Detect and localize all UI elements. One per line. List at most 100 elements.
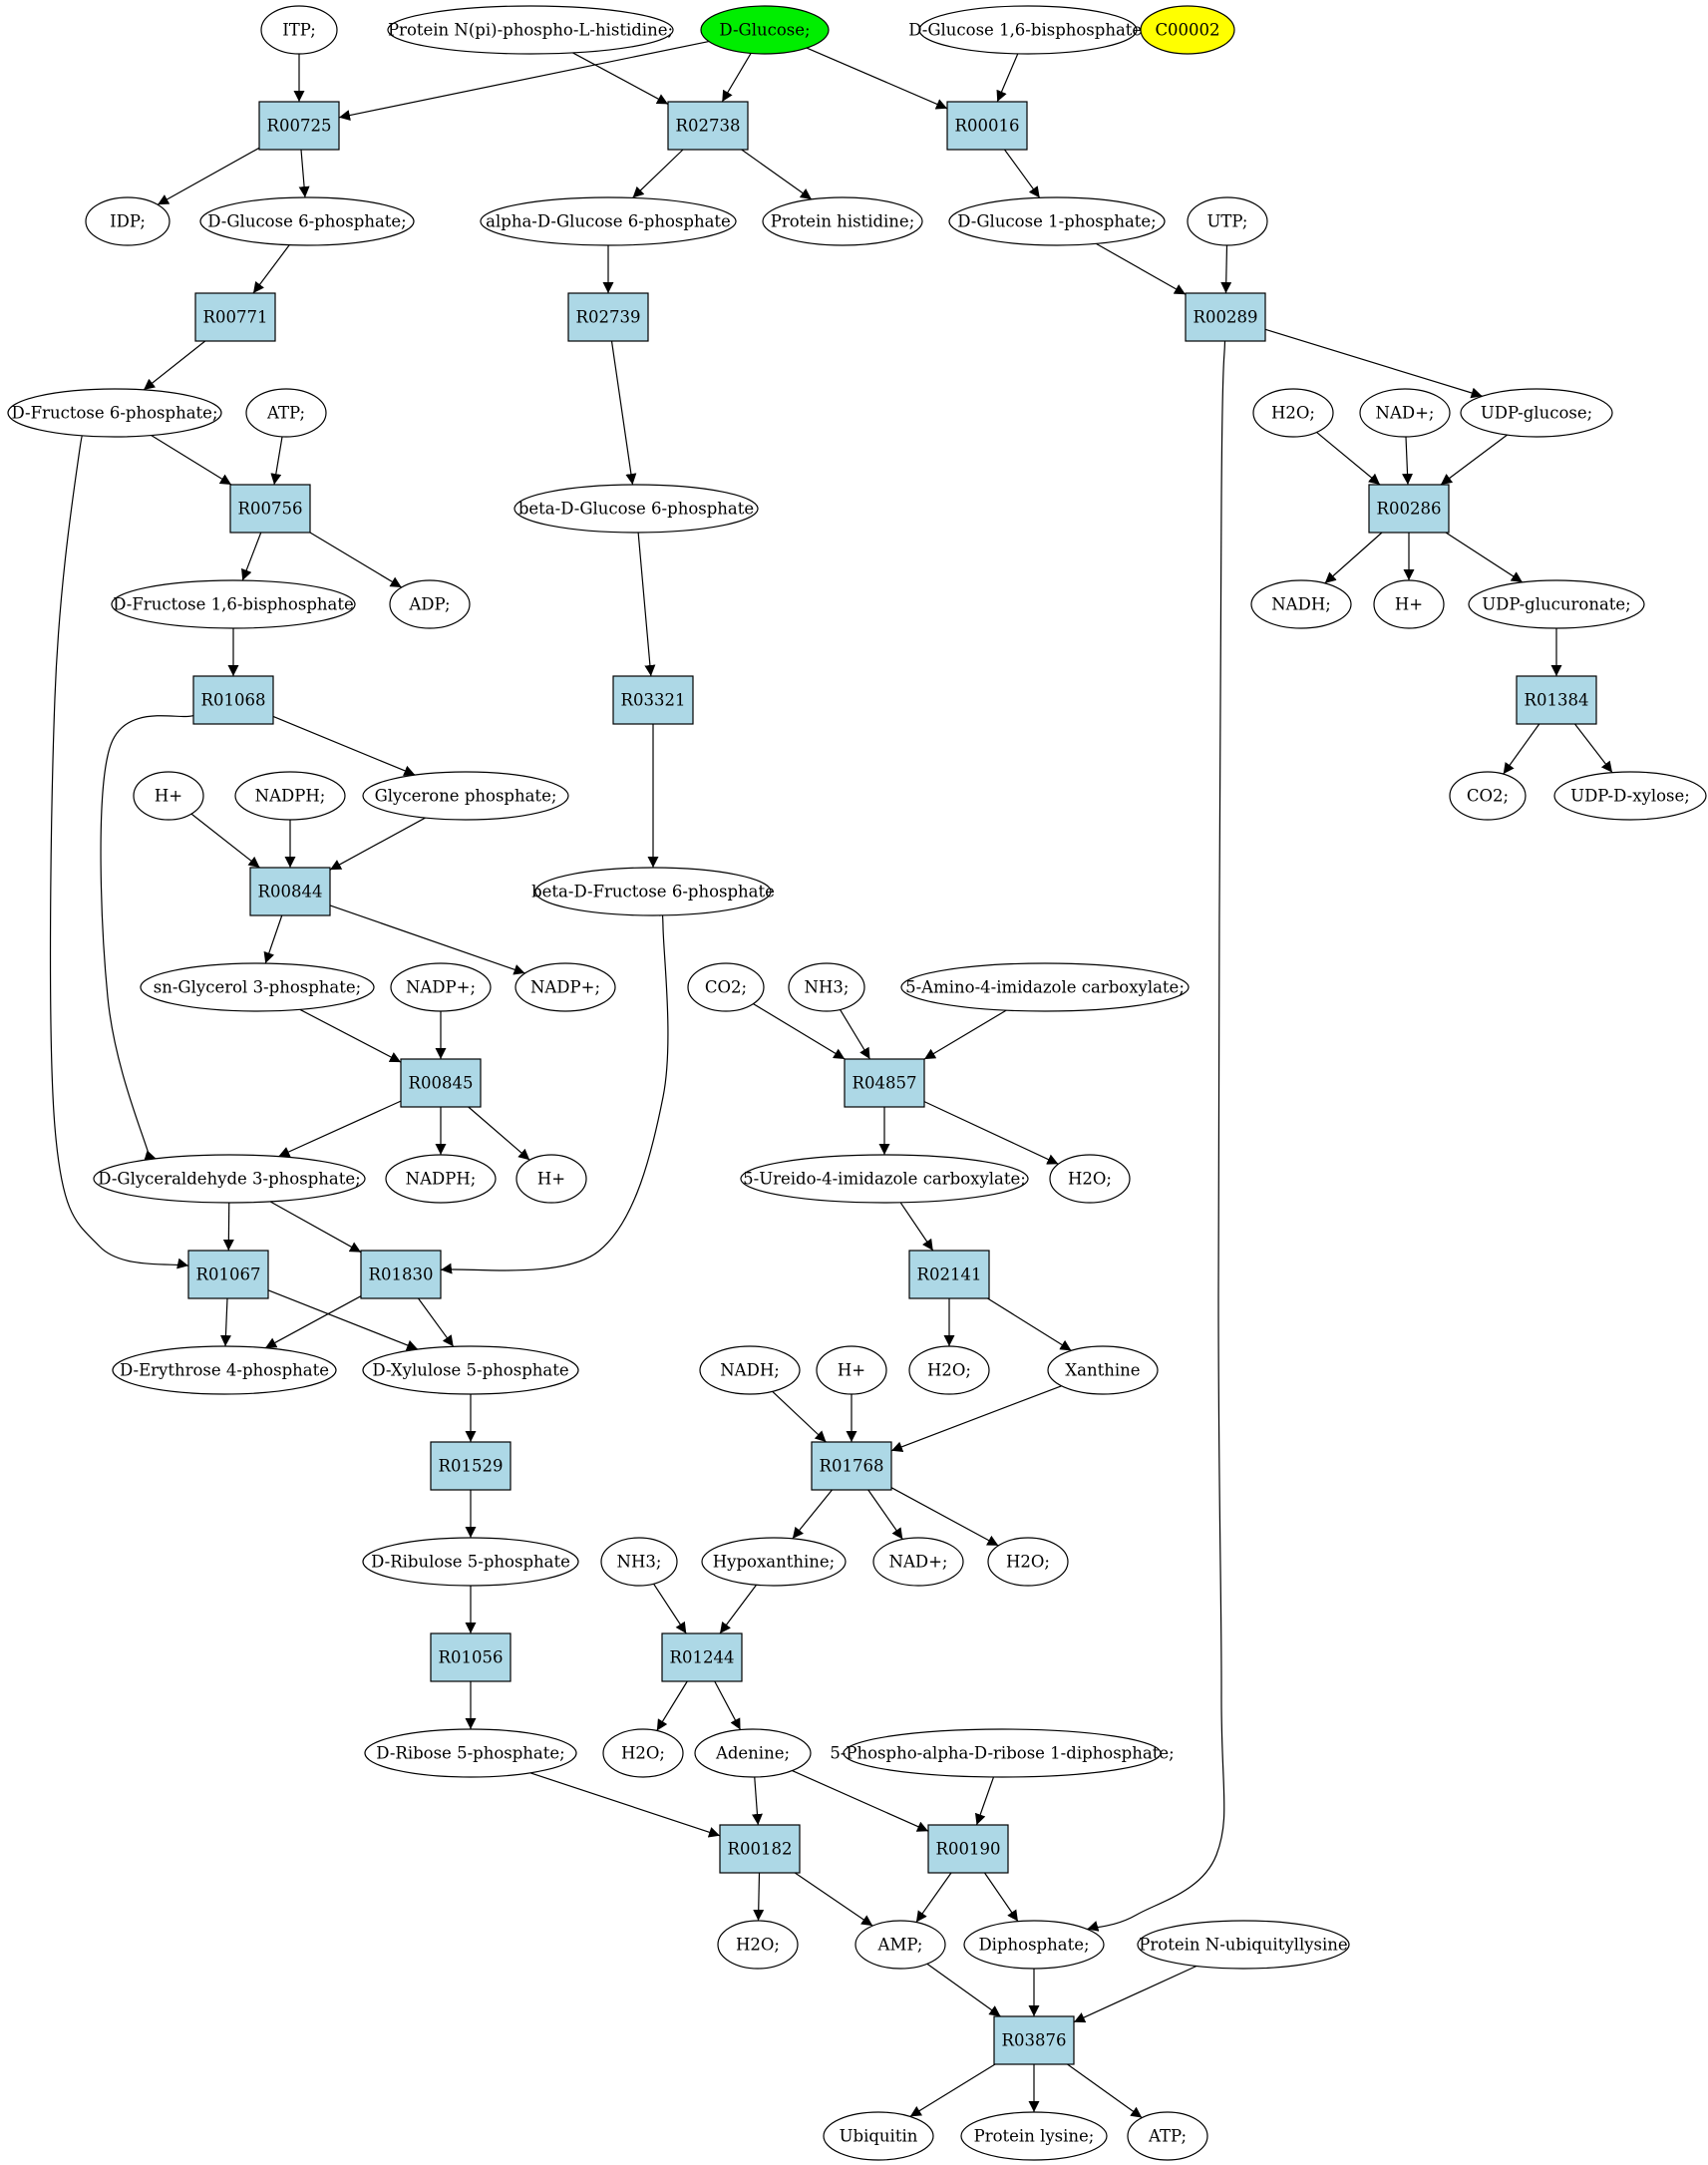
compound-h2o-4[interactable]: H2O;: [987, 1537, 1069, 1587]
compound-nh3-2[interactable]: NH3;: [600, 1537, 678, 1587]
compound-co2-2[interactable]: CO2;: [687, 962, 765, 1012]
reaction-r00016[interactable]: R00016: [946, 101, 1028, 151]
compound-nadph-2[interactable]: NADPH;: [385, 1154, 497, 1204]
compound-co2-1[interactable]: CO2;: [1449, 771, 1527, 821]
reaction-r00190[interactable]: R00190: [927, 1824, 1009, 1874]
reaction-r00771[interactable]: R00771: [194, 292, 276, 342]
reaction-r00756[interactable]: R00756: [229, 484, 311, 534]
reaction-r02141[interactable]: R02141: [908, 1250, 990, 1299]
compound-d-ribulose-5p[interactable]: D-Ribulose 5-phosphate: [362, 1537, 579, 1587]
compound-nad-plus-2[interactable]: NAD+;: [872, 1537, 964, 1587]
reaction-r00845[interactable]: R00845: [400, 1058, 482, 1108]
compound-nadh-2[interactable]: NADH;: [699, 1345, 801, 1395]
reaction-r02738-label: R02738: [676, 117, 741, 136]
compound-h2o-6[interactable]: H2O;: [717, 1920, 799, 1970]
compound-co2-1-ellipse: [1449, 771, 1527, 821]
compound-h2o-3[interactable]: H2O;: [908, 1345, 990, 1395]
compound-utp[interactable]: UTP;: [1187, 196, 1268, 246]
compound-nadh-1[interactable]: NADH;: [1250, 579, 1352, 629]
compound-d-glucose[interactable]: D-Glucose;: [700, 5, 830, 55]
compound-udp-d-xylose[interactable]: UDP-D-xylose;: [1553, 771, 1707, 821]
reaction-r01067[interactable]: R01067: [187, 1250, 269, 1299]
compound-d-glyceraldehyde-3p[interactable]: D-Glyceraldehyde 3-phosphate;: [93, 1154, 366, 1204]
compound-sn-glycerol-3p[interactable]: sn-Glycerol 3-phosphate;: [140, 962, 375, 1012]
reaction-r01068[interactable]: R01068: [192, 675, 274, 725]
edge-r01067-to-d-xylulose-5p: [267, 1289, 419, 1351]
compound-protein-histidine[interactable]: Protein histidine;: [762, 196, 923, 246]
compound-sn-glycerol-3p-ellipse: [140, 962, 375, 1012]
compound-nadp-plus-2[interactable]: NADP+;: [514, 962, 616, 1012]
compound-nadh-1-ellipse: [1250, 579, 1352, 629]
compound-prpp[interactable]: 5-Phospho-alpha-D-ribose 1-diphosphate;: [830, 1728, 1175, 1778]
compound-d-erythrose-4p[interactable]: D-Erythrose 4-phosphate: [112, 1345, 337, 1395]
reaction-r01384[interactable]: R01384: [1516, 675, 1597, 725]
compound-nadph-1[interactable]: NADPH;: [234, 771, 346, 821]
compound-ubiquitin[interactable]: Ubiquitin: [823, 2111, 934, 2161]
reaction-r00725[interactable]: R00725: [258, 101, 340, 151]
compound-h-plus-2[interactable]: H+: [133, 771, 204, 821]
compound-h2o-5[interactable]: H2O;: [602, 1728, 684, 1778]
compound-adenine[interactable]: Adenine;: [694, 1728, 812, 1778]
compound-alpha-d-glucose-6p-ellipse: [480, 196, 737, 246]
reaction-r00289[interactable]: R00289: [1185, 292, 1266, 342]
reaction-r00286[interactable]: R00286: [1368, 484, 1450, 534]
reaction-r01244-box: [661, 1632, 743, 1682]
compound-amino-imidazole-carboxylate[interactable]: 5-Amino-4-imidazole carboxylate;: [900, 962, 1190, 1012]
compound-d-fructose-6p[interactable]: D-Fructose 6-phosphate;: [7, 388, 222, 438]
compound-nh3-1[interactable]: NH3;: [788, 962, 865, 1012]
reaction-r03321[interactable]: R03321: [612, 675, 694, 725]
compound-d-fructose-16bp[interactable]: D-Fructose 1,6-bisphosphate: [111, 579, 356, 629]
compound-adp[interactable]: ADP;: [389, 579, 471, 629]
compound-h2o-2[interactable]: H2O;: [1049, 1154, 1131, 1204]
edge-r01768-to-hypoxanthine: [792, 1489, 833, 1540]
compound-hypoxanthine[interactable]: Hypoxanthine;: [701, 1537, 847, 1587]
compound-xanthine[interactable]: Xanthine: [1047, 1345, 1159, 1395]
reaction-r02738[interactable]: R02738: [667, 101, 749, 151]
compound-glycerone-phosphate[interactable]: Glycerone phosphate;: [362, 771, 569, 821]
reaction-r04857[interactable]: R04857: [844, 1058, 925, 1108]
reaction-r03876[interactable]: R03876: [993, 2015, 1075, 2065]
compound-beta-d-fructose-6p-ellipse: [534, 867, 772, 916]
compound-itp[interactable]: ITP;: [260, 5, 338, 55]
reaction-r01768[interactable]: R01768: [811, 1441, 892, 1491]
compound-protein-lysine[interactable]: Protein lysine;: [960, 2111, 1108, 2161]
edge-adenine-to-r00190: [792, 1770, 929, 1832]
reaction-r01244[interactable]: R01244: [661, 1632, 743, 1682]
compound-h-plus-3[interactable]: H+: [515, 1154, 587, 1204]
reaction-r00182[interactable]: R00182: [719, 1824, 801, 1874]
compound-protein-pi-his[interactable]: Protein N(pi)-phospho-L-histidine;: [387, 5, 674, 55]
compound-protein-n-ubiquityllysine[interactable]: Protein N-ubiquityllysine: [1137, 1920, 1350, 1970]
compound-amp[interactable]: AMP;: [854, 1920, 946, 1970]
compound-alpha-d-glucose-6p[interactable]: alpha-D-Glucose 6-phosphate: [480, 196, 737, 246]
compound-beta-d-fructose-6p[interactable]: beta-D-Fructose 6-phosphate: [531, 867, 775, 916]
compound-beta-d-glucose-6p[interactable]: beta-D-Glucose 6-phosphate: [513, 484, 759, 534]
compound-udp-glucose[interactable]: UDP-glucose;: [1460, 388, 1613, 438]
compound-idp[interactable]: IDP;: [85, 196, 171, 246]
edge-r00289-to-diphosphate: [1087, 340, 1226, 1932]
compound-ureido-imidazole-carboxylate[interactable]: 5-Ureido-4-imidazole carboxylate;: [740, 1154, 1029, 1204]
compound-d-glucose-6p[interactable]: D-Glucose 6-phosphate;: [199, 196, 415, 246]
reaction-r02141-label: R02141: [917, 1265, 982, 1284]
reaction-r02739[interactable]: R02739: [567, 292, 649, 342]
compound-d-glucose-16bp[interactable]: D-Glucose 1,6-bisphosphate;: [908, 5, 1148, 55]
compound-h-plus-4[interactable]: H+: [816, 1345, 887, 1395]
compound-d-ribose-5p[interactable]: D-Ribose 5-phosphate;: [364, 1728, 577, 1778]
compound-d-glucose-1p[interactable]: D-Glucose 1-phosphate;: [948, 196, 1166, 246]
edge-r00845-to-h-plus-3: [468, 1106, 530, 1161]
reaction-r01830[interactable]: R01830: [360, 1250, 442, 1299]
compound-xanthine-label: Xanthine: [1065, 1361, 1140, 1380]
compound-atp-2[interactable]: ATP;: [1127, 2111, 1208, 2161]
reaction-r00844[interactable]: R00844: [249, 867, 331, 916]
compound-atp-1[interactable]: ATP;: [245, 388, 327, 438]
compound-c00002[interactable]: C00002: [1140, 5, 1235, 55]
compound-d-xylulose-5p[interactable]: D-Xylulose 5-phosphate: [362, 1345, 579, 1395]
compound-udp-glucuronate[interactable]: UDP-glucuronate;: [1468, 579, 1645, 629]
compound-h-plus-1[interactable]: H+: [1373, 579, 1445, 629]
compound-beta-d-fructose-6p-label: beta-D-Fructose 6-phosphate: [531, 883, 775, 902]
compound-nad-plus-1[interactable]: NAD+;: [1359, 388, 1451, 438]
compound-h2o-1[interactable]: H2O;: [1252, 388, 1334, 438]
compound-nadp-plus-1[interactable]: NADP+;: [390, 962, 492, 1012]
compound-diphosphate[interactable]: Diphosphate;: [963, 1920, 1105, 1970]
reaction-r01056[interactable]: R01056: [430, 1632, 512, 1682]
reaction-r01529[interactable]: R01529: [430, 1441, 512, 1491]
